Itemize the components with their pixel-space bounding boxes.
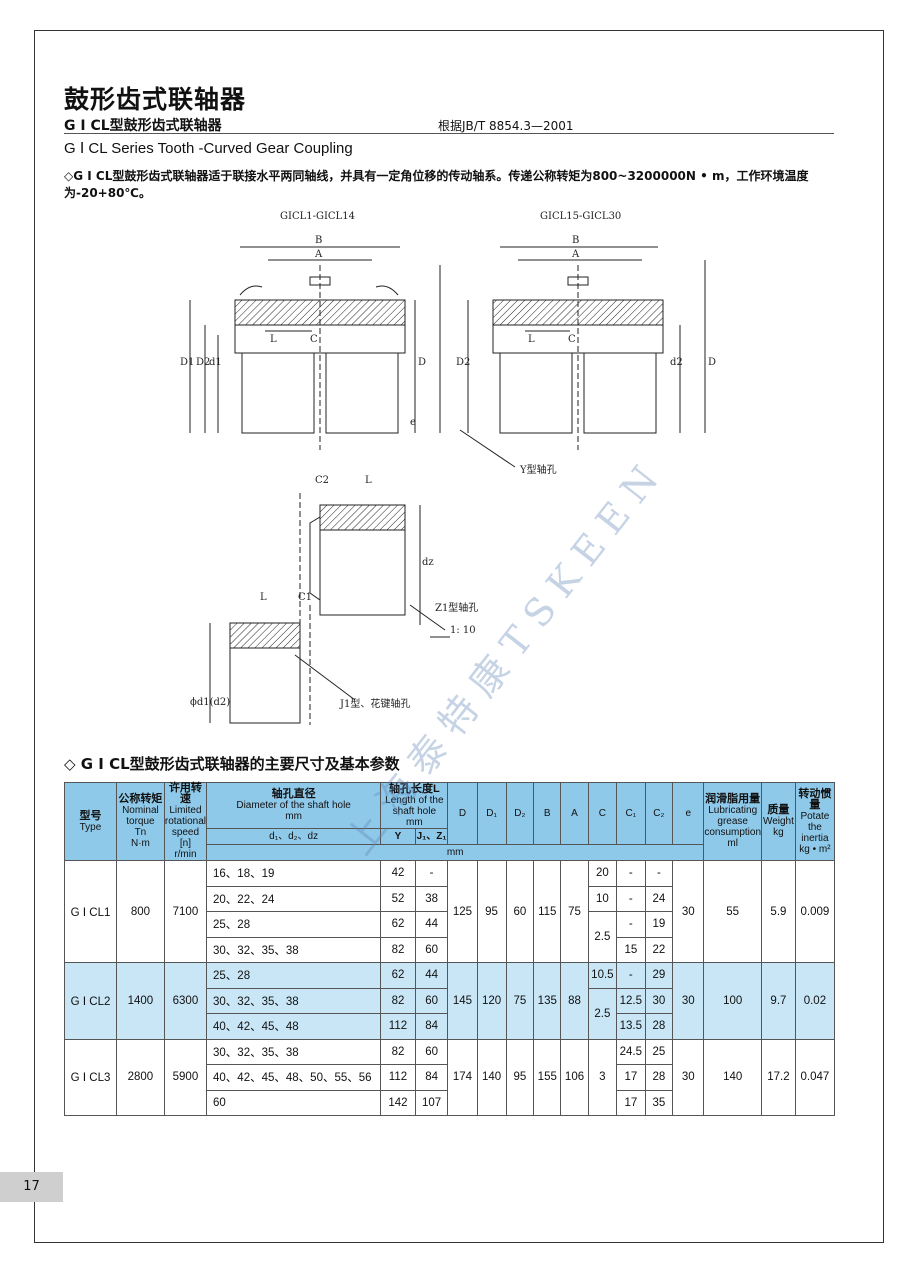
z1-bore-label: Z1型轴孔 [435,601,478,614]
model-cell: G Ⅰ CL3 [64,1038,117,1116]
bore-cell: 30、32、35、38 [206,1038,382,1065]
drawing-gicl15-30 [467,246,706,450]
svg-text:L: L [270,334,277,345]
svg-text:C: C [310,334,318,345]
phi-label: ϕd1(d2) [190,697,230,708]
subtitle-en: G Ⅰ CL Series Tooth -Curved Gear Couplin… [64,140,353,157]
svg-text:d1: d1 [209,357,222,368]
svg-text:d2: d2 [670,357,683,368]
bore-cell: 40、42、45、48、50、55、56 [206,1064,382,1091]
svg-text:B: B [315,235,322,246]
drawing-j1-bore [209,605,356,725]
header-divider [64,133,834,134]
standard-reference: 根据JB/T 8854.3—2001 [438,119,574,133]
model-cell: G Ⅰ CL1 [64,860,117,963]
bore-cell: 25、28 [206,962,382,989]
svg-text:C: C [568,334,576,345]
svg-text:e: e [410,417,416,428]
j1-bore-label: J1型、花键轴孔 [339,697,410,710]
drawing-z1-bore [299,493,450,638]
right-drawing-title: GICL15-GICL30 [540,211,621,222]
drawing-gicl1-14 [189,246,441,450]
technical-drawings: GICL1-GICL14 GICL15-GICL30 B A L C B A L… [180,211,716,725]
taper-ratio: 1: 10 [450,625,476,636]
svg-text:A: A [314,249,323,260]
page-number-box [0,1172,63,1202]
bore-cell: 30、32、35、38 [206,936,382,963]
subtitle-cn: G Ⅰ CL型鼓形齿式联轴器 [64,118,222,134]
svg-text:C2: C2 [315,475,329,486]
svg-text:D: D [708,357,716,368]
left-drawing-title: GICL1-GICL14 [280,211,355,222]
svg-text:A: A [571,249,580,260]
bore-cell: 16、18、19 [206,860,382,887]
page-title: 鼓形齿式联轴器 [64,85,247,114]
bore-cell: 25、28 [206,911,382,938]
svg-text:C1: C1 [298,592,312,603]
svg-text:L: L [365,475,372,486]
bore-cell: 60 [206,1089,382,1116]
bore-cell: 30、32、35、38 [206,987,382,1014]
svg-text:L: L [260,592,267,603]
svg-text:D2: D2 [456,357,470,368]
svg-text:D2: D2 [196,357,210,368]
svg-text:L: L [528,334,535,345]
model-cell: G Ⅰ CL2 [64,962,117,1040]
bore-cell: 20、22、24 [206,885,382,912]
svg-text:dz: dz [422,557,434,568]
svg-text:B: B [572,235,579,246]
page-number: 17 [23,1179,40,1194]
table-section-title: ◇ G Ⅰ CL型鼓形齿式联轴器的主要尺寸及基本参数 [64,755,400,773]
page-frame [34,30,884,1243]
product-description: ◇G Ⅰ CL型鼓形齿式联轴器适于联接水平两同轴线，并具有一定角位移的传动轴系。… [64,169,809,200]
y-bore-label: Y型轴孔 [519,463,557,476]
svg-text:D1: D1 [180,357,194,368]
bore-cell: 40、42、45、48 [206,1013,382,1040]
svg-text:D: D [418,357,426,368]
